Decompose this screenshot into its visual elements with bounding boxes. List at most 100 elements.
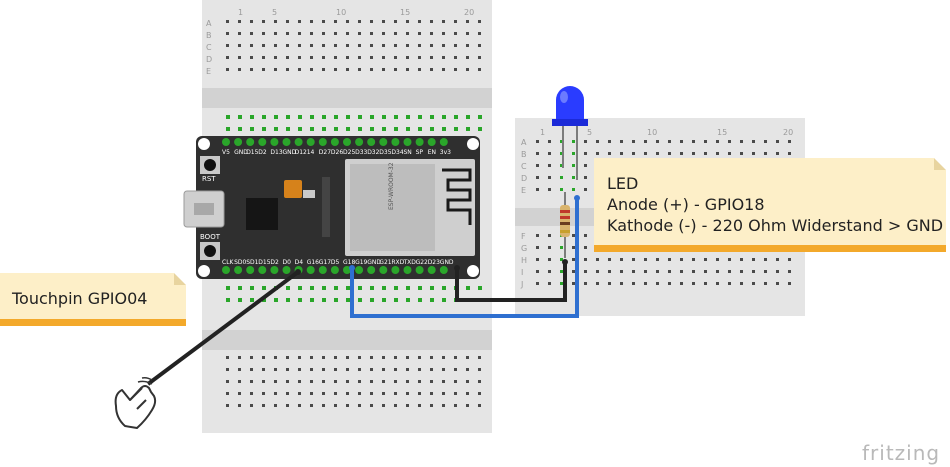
breadboard-hole (322, 392, 325, 395)
breadboard-hole (310, 115, 314, 119)
breadboard-hole (226, 286, 230, 290)
col-label-15-right: 15 (717, 128, 727, 137)
wire-gpio18[interactable] (350, 198, 579, 318)
breadboard-hole (226, 32, 229, 35)
note-accent-bar (0, 319, 186, 326)
breadboard-hole (596, 258, 599, 261)
breadboard-hole (430, 380, 433, 383)
breadboard-hole (418, 392, 421, 395)
breadboard-hole (298, 380, 301, 383)
breadboard-hole (238, 115, 242, 119)
led-note-line2: Kathode (-) - 220 Ohm Widerstand > GND (607, 216, 944, 235)
breadboard-hole (370, 392, 373, 395)
breadboard-hole (560, 152, 563, 155)
breadboard-hole (442, 115, 446, 119)
row-label-d: D (206, 55, 212, 64)
breadboard-hole (442, 404, 445, 407)
breadboard-hole (334, 380, 337, 383)
note-accent-bar (594, 245, 946, 252)
breadboard-hole (298, 56, 301, 59)
breadboard-hole (250, 380, 253, 383)
breadboard-hole (572, 270, 575, 273)
esp32-pin-label: GND (367, 259, 381, 266)
row-label-e-right: E (521, 186, 526, 195)
wire-gnd[interactable] (455, 262, 567, 302)
breadboard-hole (310, 356, 313, 359)
breadboard-hole (346, 127, 350, 131)
breadboard-hole (394, 356, 397, 359)
breadboard-hole (704, 258, 707, 261)
breadboard-hole (322, 115, 326, 119)
esp32-pin-label: D32 (367, 149, 379, 156)
esp32-pin-label: D5 (331, 259, 340, 266)
breadboard-hole (536, 152, 539, 155)
breadboard-hole (250, 298, 254, 302)
breadboard-hole (704, 270, 707, 273)
breadboard-hole (584, 140, 587, 143)
breadboard-hole (250, 115, 254, 119)
breadboard-hole (346, 380, 349, 383)
esp32-pin-label: D2 (270, 259, 279, 266)
breadboard-hole (548, 188, 551, 191)
breadboard-hole (692, 270, 695, 273)
breadboard-hole (406, 298, 410, 302)
breadboard-hole (286, 56, 289, 59)
breadboard-hole (322, 356, 325, 359)
esp32-pin (330, 266, 339, 274)
wire-touch[interactable] (146, 270, 300, 386)
esp32-pin (403, 266, 412, 274)
breadboard-hole (298, 44, 301, 47)
breadboard-hole (776, 258, 779, 261)
breadboard-hole (370, 68, 373, 71)
breadboard-hole (632, 282, 635, 285)
breadboard-hole (644, 152, 647, 155)
breadboard-hole (752, 282, 755, 285)
breadboard-hole (788, 140, 791, 143)
row-label-c: C (206, 43, 212, 52)
breadboard-hole (752, 258, 755, 261)
breadboard-hole (382, 56, 385, 59)
rst-button[interactable]: RST (200, 156, 220, 183)
esp32-pin-label: G18 (343, 259, 355, 266)
breadboard-hole (406, 32, 409, 35)
breadboard-hole (226, 68, 229, 71)
breadboard-hole (322, 380, 325, 383)
boot-button[interactable]: BOOT (200, 233, 221, 260)
breadboard-hole (668, 258, 671, 261)
breadboard-hole (442, 44, 445, 47)
breadboard-hole (310, 404, 313, 407)
breadboard-hole (560, 258, 563, 261)
breadboard-hole (680, 282, 683, 285)
breadboard-hole (548, 246, 551, 249)
breadboard-hole (584, 152, 587, 155)
breadboard-hole (764, 140, 767, 143)
row-label-b: B (206, 31, 212, 40)
breadboard-hole (572, 176, 575, 179)
breadboard-hole (406, 68, 409, 71)
breadboard-hole (322, 127, 326, 131)
esp32-pin (222, 266, 230, 274)
breadboard-hole (406, 286, 410, 290)
esp32-pin-label: CLK (222, 259, 235, 266)
breadboard-hole (334, 298, 338, 302)
esp32-pin (379, 138, 388, 146)
breadboard-hole (322, 44, 325, 47)
breadboard-hole (548, 282, 551, 285)
led (552, 86, 588, 180)
esp32-pin-label: D35 (379, 149, 391, 156)
breadboard-hole (418, 298, 422, 302)
col-label-5: 5 (272, 8, 277, 17)
breadboard-hole (358, 404, 361, 407)
breadboard-hole (370, 356, 373, 359)
breadboard-hole (334, 68, 337, 71)
breadboard-hole (454, 32, 457, 35)
row-label-c-right: C (521, 162, 527, 171)
esp32-pin-label: G19 (355, 259, 367, 266)
breadboard-hole (442, 32, 445, 35)
row-label-b-right: B (521, 150, 527, 159)
breadboard-hole (668, 270, 671, 273)
breadboard-hole (418, 32, 421, 35)
breadboard-hole (668, 140, 671, 143)
breadboard-hole (310, 20, 313, 23)
breadboard-hole (418, 68, 421, 71)
